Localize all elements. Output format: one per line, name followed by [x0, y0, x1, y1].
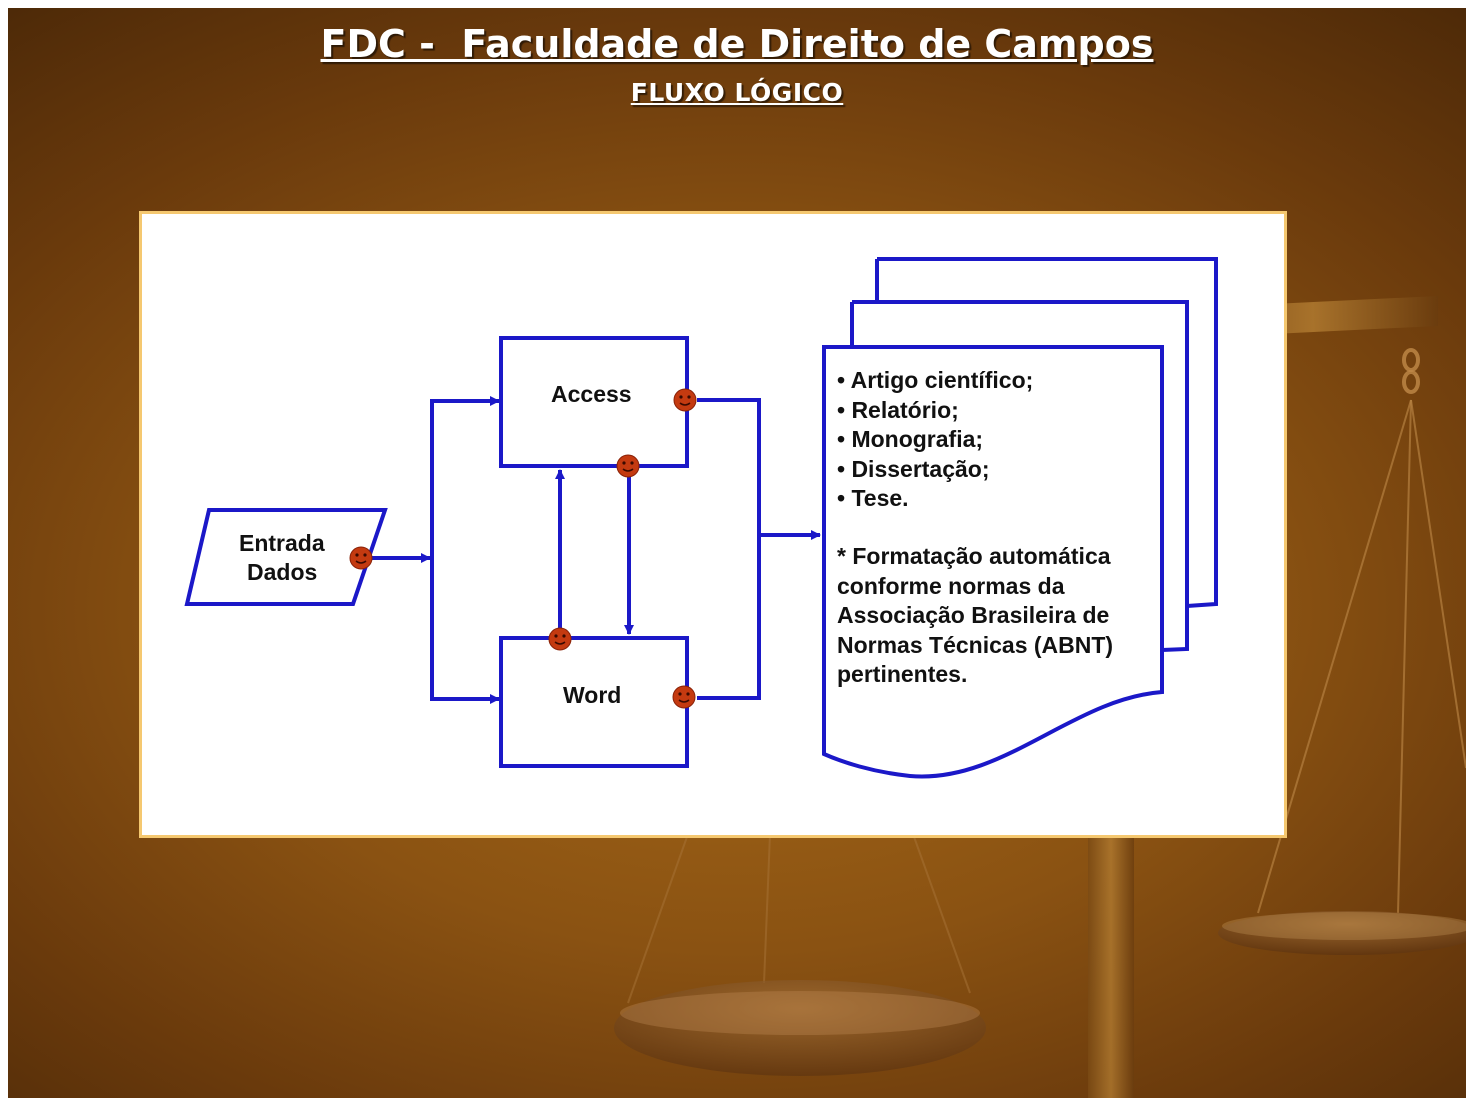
input-data-shape	[184, 508, 388, 606]
page-title: FDC - Faculdade de Direito de Campos	[320, 22, 1154, 66]
diagram-panel: Entrada Dados Access Word • Artigo cient…	[139, 211, 1287, 838]
slide: FDC - Faculdade de Direito de Campos FLU…	[8, 8, 1466, 1098]
formatting-note: * Formatação automática conforme normas …	[837, 543, 1114, 687]
access-label: Access	[551, 381, 632, 407]
list-item: • Monografia;	[837, 426, 984, 452]
scales-of-justice-icon	[614, 296, 1466, 1098]
smiley-face-icon	[349, 546, 373, 570]
smiley-face-icon	[548, 627, 572, 651]
flow-diagram	[184, 257, 1218, 779]
smiley-face-icon	[673, 388, 697, 412]
document-front	[822, 345, 1164, 779]
smiley-face-icon	[616, 454, 640, 478]
smiley-face-icon	[672, 685, 696, 709]
page-subtitle: FLUXO LÓGICO	[630, 78, 844, 107]
list-item: • Dissertação;	[837, 455, 990, 482]
input-label-line1: Entrada	[239, 530, 325, 556]
document-list: • Artigo científico; • Relatório; • Mono…	[837, 366, 1033, 514]
list-item: • Tese.	[837, 485, 909, 511]
list-item: • Relatório;	[837, 396, 959, 423]
list-item: • Artigo científico;	[837, 367, 1034, 393]
word-label: Word	[563, 682, 622, 708]
input-label-line2: Dados	[247, 559, 318, 585]
